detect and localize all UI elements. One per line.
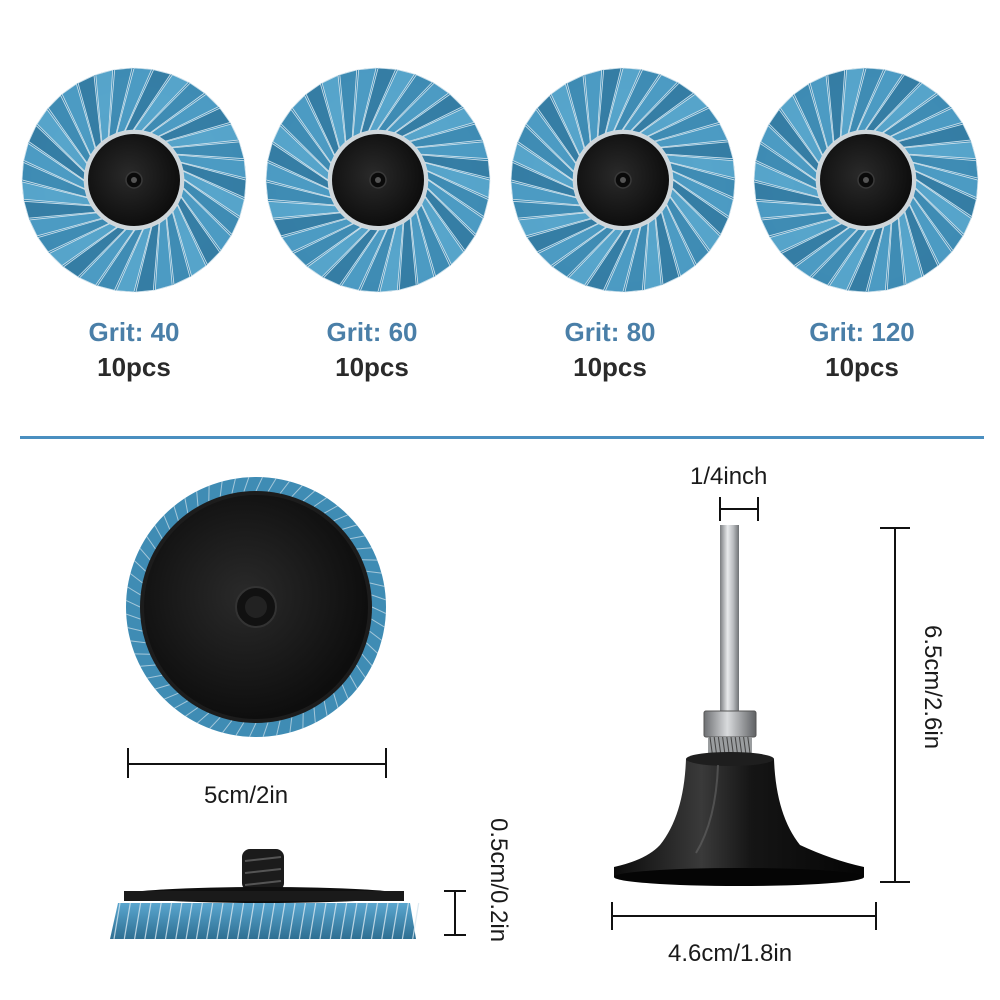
flap-disc-grit-80 xyxy=(510,67,736,293)
section-divider xyxy=(20,436,984,439)
qty-label-40: 10pcs xyxy=(97,352,171,382)
grit-label-80: Grit: 80 xyxy=(564,317,656,347)
shank-dimension-line xyxy=(719,497,759,521)
disc-back-view xyxy=(125,476,387,738)
grit-label-40: Grit: 40 xyxy=(88,317,180,347)
flap-disc-grit-60 xyxy=(265,67,491,293)
qty-label-60: 10pcs xyxy=(335,352,409,382)
mandrel-holder xyxy=(614,525,864,886)
flap-disc-grit-40 xyxy=(21,67,247,293)
qty-label-80: 10pcs xyxy=(573,352,647,382)
base-width-dimension-line xyxy=(611,902,877,930)
thickness-dimension-line xyxy=(444,890,466,936)
disc-side-view xyxy=(110,849,420,940)
qty-label-120: 10pcs xyxy=(825,352,899,382)
disc-thickness-label: 0.5cm/0.2in xyxy=(485,818,512,943)
holder-base-label: 4.6cm/1.8in xyxy=(668,940,793,967)
disc-diameter-label: 5cm/2in xyxy=(204,782,289,809)
flap-discs-row xyxy=(21,67,979,293)
holder-height-label: 6.5cm/2.6in xyxy=(919,625,946,750)
height-dimension-line xyxy=(880,527,910,883)
grit-label-120: Grit: 120 xyxy=(809,317,915,347)
diameter-dimension-line xyxy=(127,748,387,778)
grit-label-60: Grit: 60 xyxy=(326,317,418,347)
flap-disc-grit-120 xyxy=(753,67,979,293)
shank-diameter-label: 1/4inch xyxy=(690,463,768,490)
